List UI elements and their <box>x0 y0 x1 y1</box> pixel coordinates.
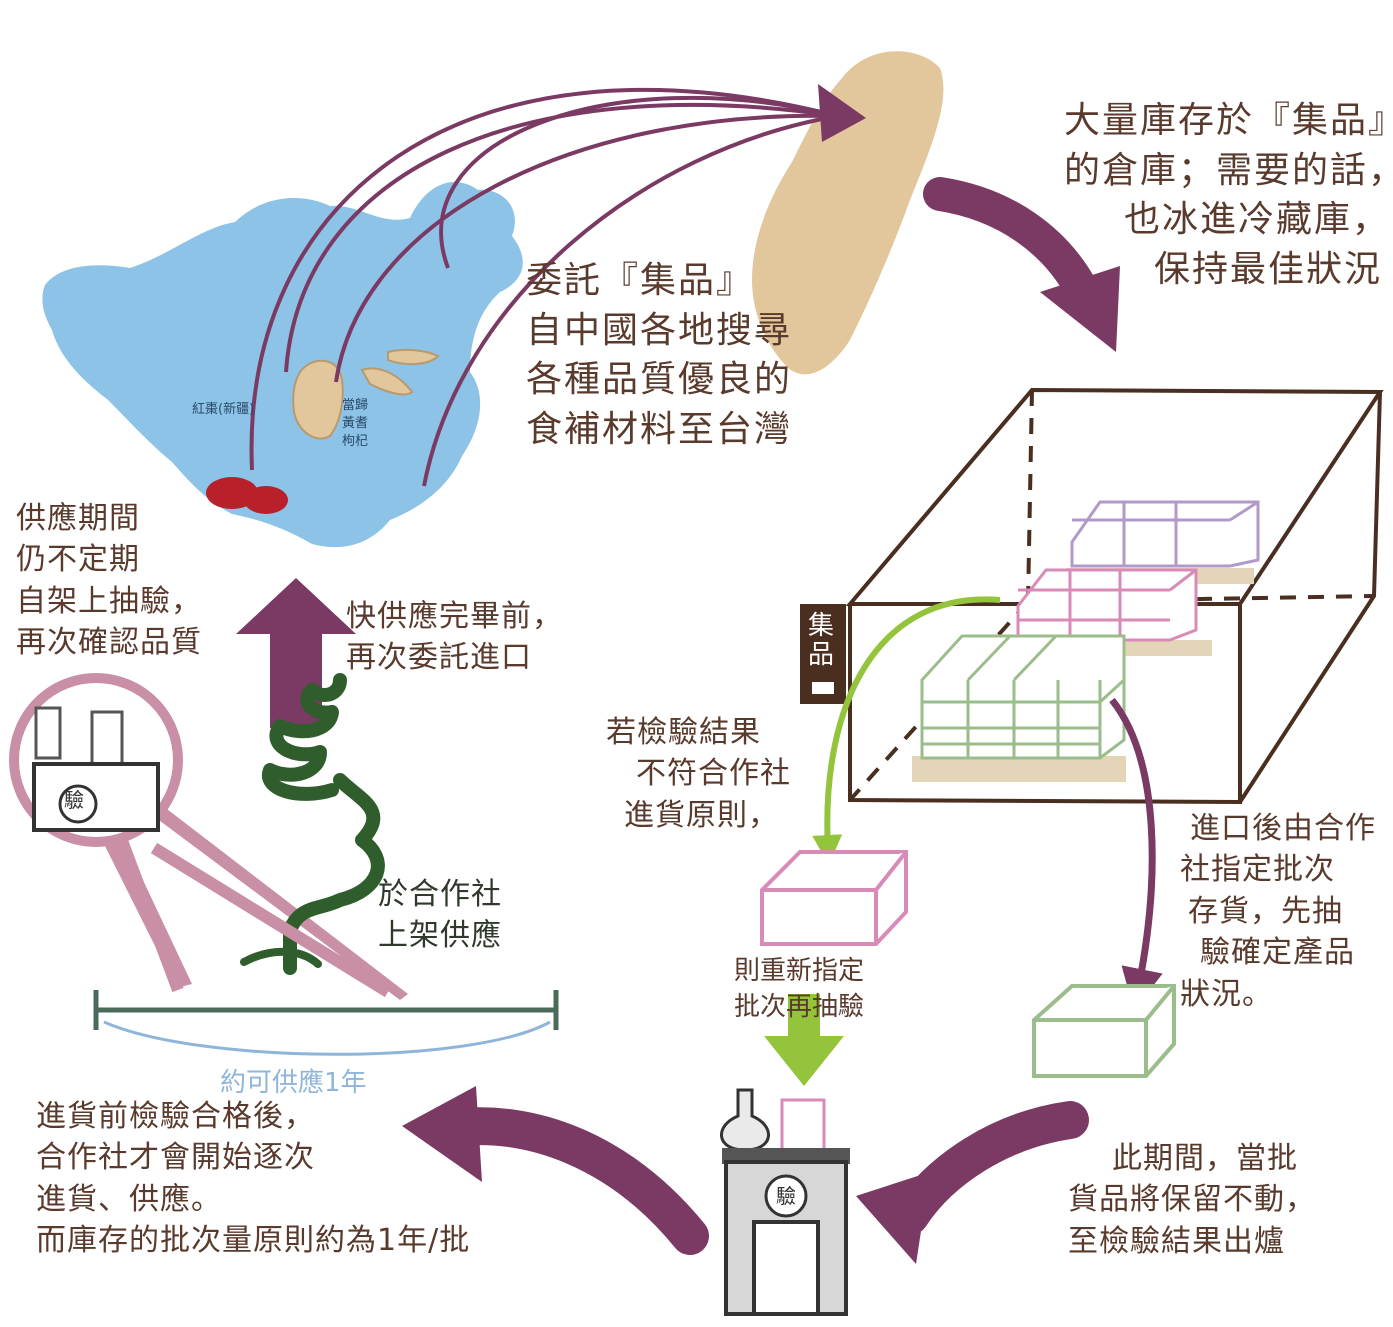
one-year-label: 約可供應1年 <box>220 1068 367 1098</box>
import-batch-note-line: 狀況。 <box>1180 976 1273 1012</box>
warehouse-note-line: 保持最佳狀況 <box>1154 249 1383 291</box>
commission-note-line: 委託『集品』 <box>526 260 755 301</box>
supply-period-bar <box>93 990 559 1056</box>
supply-period-note-line: 再次確認品質 <box>16 625 202 661</box>
lab-building-icon <box>720 1088 850 1316</box>
reimport-note: 快供應完畢前， 再次委託進口 <box>346 596 563 679</box>
pass-note-line: 進貨、供應。 <box>36 1181 222 1217</box>
warehouse-note: 大量庫存於『集品』 的倉庫；需要的話， 也冰進冷藏庫， 保持最佳狀況 <box>1064 96 1393 295</box>
magnifier-icon <box>9 673 408 1000</box>
supply-period-note-line: 供應期間 <box>16 501 140 536</box>
sample-arrow-icon <box>1109 697 1163 1011</box>
taiwan-map <box>752 51 944 375</box>
map-label-red-dates: 紅棗(新疆) <box>192 402 255 417</box>
map-label-angelica: 當歸 <box>342 398 369 413</box>
rejected-box-icon <box>760 850 908 946</box>
red-dates <box>206 477 288 514</box>
warehouse-sign-char: 集 <box>808 611 835 641</box>
stock-pallets <box>912 500 1260 782</box>
import-batch-note-line: 存貨，先抽 <box>1188 893 1343 929</box>
flask-icon <box>720 1088 770 1152</box>
warehouse-note-line: 也冰進冷藏庫， <box>1124 199 1391 241</box>
reject-arrow-green-icon <box>812 596 1001 865</box>
warehouse-note-line: 的倉庫；需要的話， <box>1064 149 1393 191</box>
import-batch-note-line: 進口後由合作 <box>1190 811 1376 846</box>
shelf-note-line: 於合作社 <box>378 877 502 912</box>
hold-note-line: 此期間，當批 <box>1112 1141 1298 1176</box>
inspect-stamp-magnifier: 驗 <box>64 788 84 812</box>
warehouse-sign-label: 集 品 <box>808 612 834 669</box>
shelf-note: 於合作社 上架供應 <box>378 874 502 957</box>
import-batch-note-line: 社指定批次 <box>1180 852 1335 888</box>
inspect-stamp-lab: 驗 <box>776 1184 796 1208</box>
reimport-note-line: 快供應完畢前， <box>346 599 563 634</box>
supply-period-note-line: 仍不定期 <box>16 542 140 578</box>
sample-box-icon <box>1032 984 1176 1078</box>
hold-note-line: 貨品將保留不動， <box>1068 1182 1316 1218</box>
map-label-astragalus: 黃耆 <box>342 416 369 431</box>
commission-note-line: 食補材料至台灣 <box>526 409 793 451</box>
tree-icon <box>240 673 385 975</box>
fail-note: 若檢驗結果 不符合作社 進貨原則， <box>606 712 791 836</box>
import-batch-note: 進口後由合作 社指定批次 存貨，先抽 驗確定產品 狀況。 <box>1180 808 1376 1015</box>
supply-period-note: 供應期間 仍不定期 自架上抽驗， 再次確認品質 <box>16 498 202 664</box>
import-batch-note-line: 驗確定產品 <box>1200 935 1355 971</box>
pass-note-line: 而庫存的批次量原則約為1年/批 <box>36 1223 471 1259</box>
warehouse-sign <box>800 604 846 704</box>
warehouse-sign-char: 品 <box>808 639 835 670</box>
pass-arrow-icon <box>402 1086 709 1255</box>
warehouse-box <box>845 387 1384 805</box>
reinspect-arrow-icon <box>764 994 844 1086</box>
reassign-note-line: 則重新指定 <box>734 956 865 986</box>
pass-note-line: 進貨前檢驗合格後， <box>36 1099 315 1134</box>
shelf-note-line: 上架供應 <box>378 918 502 954</box>
hold-note-line: 至檢驗結果出爐 <box>1068 1223 1285 1259</box>
reorder-up-arrow-icon <box>236 578 356 728</box>
warehouse-note-line: 大量庫存於『集品』 <box>1064 100 1393 141</box>
magnifier-beam <box>150 842 392 998</box>
beaker-icon <box>780 1098 826 1152</box>
supply-period-note-line: 自架上抽驗， <box>16 583 202 619</box>
hold-arrow-icon <box>856 1101 1089 1264</box>
map-label-goji: 枸杞 <box>342 434 369 449</box>
commission-note: 委託『集品』 自中國各地搜尋 各種品質優良的 食補材料至台灣 <box>526 256 792 455</box>
reimport-note-line: 再次委託進口 <box>346 640 532 676</box>
commission-note-line: 自中國各地搜尋 <box>526 309 793 351</box>
reassign-note: 則重新指定 批次再抽驗 <box>734 954 864 1026</box>
pass-note: 進貨前檢驗合格後， 合作社才會開始逐次 進貨、供應。 而庫存的批次量原則約為1年… <box>36 1096 470 1262</box>
china-map <box>42 182 523 548</box>
fail-note-line: 進貨原則， <box>624 797 779 833</box>
import-arcs <box>249 87 839 487</box>
fail-note-line: 若檢驗結果 <box>606 715 761 750</box>
pass-note-line: 合作社才會開始逐次 <box>36 1140 315 1176</box>
arc-arrowhead-icon <box>818 84 866 142</box>
to-warehouse-arrow-icon <box>923 177 1120 352</box>
fail-note-line: 不符合作社 <box>636 756 791 792</box>
hold-note: 此期間，當批 貨品將保留不動， 至檢驗結果出爐 <box>1068 1138 1316 1262</box>
commission-note-line: 各種品質優良的 <box>526 359 793 401</box>
reassign-note-line: 批次再抽驗 <box>734 991 865 1022</box>
